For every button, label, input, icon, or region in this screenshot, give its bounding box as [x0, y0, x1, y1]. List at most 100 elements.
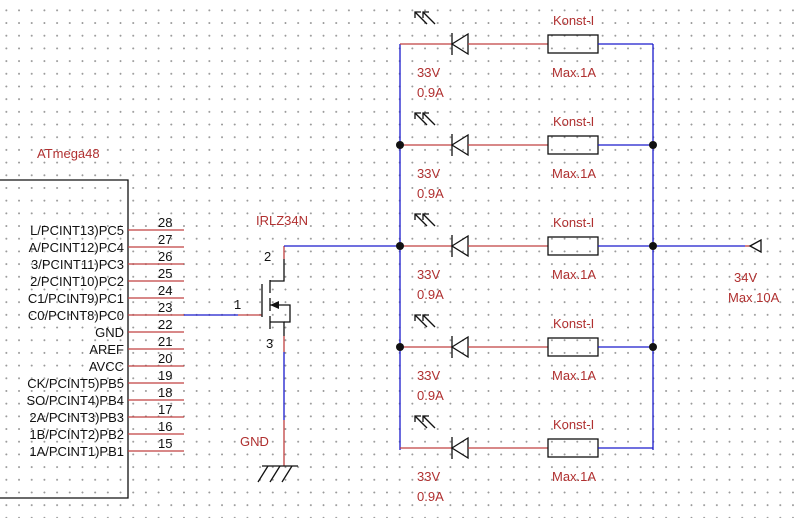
mcu-pin-label: C1/PCINT9)PC1 [28, 291, 124, 306]
mcu-pin-number: 27 [158, 232, 172, 247]
current-source-box [547, 236, 599, 256]
junction-dot [649, 343, 657, 351]
light-arrowhead-1 [414, 11, 421, 18]
led-voltage: 33V [417, 166, 440, 181]
light-arrows-icon [414, 11, 436, 25]
junction-dot [396, 343, 404, 351]
mcu-pin-label: 2A/PCINT3)PB3 [29, 410, 124, 425]
led-icon [450, 436, 469, 460]
light-arrowhead-1 [414, 213, 421, 220]
led-icon [450, 234, 469, 258]
light-arrows-icon [414, 415, 436, 429]
current-source-name: Konst-I [553, 215, 594, 230]
light-arrow-2 [422, 11, 436, 25]
mcu-pin-number: 28 [158, 215, 172, 230]
mcu-pin-label: AREF [89, 342, 124, 357]
mcu-pin-label: 1B/PCINT2)PB2 [29, 427, 124, 442]
junction-dots [396, 141, 657, 351]
light-arrow-1 [414, 314, 428, 328]
supply-terminal: 34V Max 10A [728, 238, 780, 305]
ground-hatch-3 [281, 465, 293, 483]
light-arrow-1 [414, 415, 428, 429]
led-voltage: 33V [417, 469, 440, 484]
mcu-name: ATmega48 [37, 146, 100, 161]
mcu-pin: C0/PCINT8)PC0 23 [28, 300, 184, 323]
mcu-pin-number: 18 [158, 385, 172, 400]
light-arrows-icon [414, 112, 436, 126]
light-arrowhead-1 [414, 415, 421, 422]
ground-symbol: GND [240, 420, 298, 483]
mcu-pin: A/PCINT12)PC4 27 [29, 232, 184, 255]
mcu-pin-label: AVCC [89, 359, 124, 374]
mcu-pin-label: GND [95, 325, 124, 340]
body-diode-link [270, 304, 291, 323]
led-voltage: 33V [417, 368, 440, 383]
light-arrowhead-2 [422, 11, 429, 18]
led-icon [450, 32, 469, 56]
gate-pin-number: 1 [234, 297, 241, 312]
supply-voltage: 34V [734, 270, 757, 285]
light-arrowhead-2 [422, 213, 429, 220]
light-arrows-icon [414, 213, 436, 227]
mcu-pin: 3/PCINT11)PC3 26 [31, 249, 184, 272]
light-arrowhead-2 [422, 415, 429, 422]
current-source-box [547, 34, 599, 54]
mcu-pin-label: 3/PCINT11)PC3 [31, 257, 124, 272]
led-icon [450, 335, 469, 359]
led-current: 0.9A [417, 388, 444, 403]
junction-dot [649, 141, 657, 149]
current-source-max: Max.1A [552, 267, 596, 282]
light-arrowhead-2 [422, 314, 429, 321]
current-source-max: Max.1A [552, 166, 596, 181]
led-current: 0.9A [417, 287, 444, 302]
drain-lead [270, 259, 285, 282]
mosfet: IRLZ34N 1 2 3 [234, 213, 308, 352]
supply-current: Max 10A [728, 290, 780, 305]
mcu-pin-label: 2/PCINT10)PC2 [30, 274, 124, 289]
mcu-pin-label: A/PCINT12)PC4 [29, 240, 124, 255]
led-current: 0.9A [417, 489, 444, 504]
light-arrow-2 [422, 213, 436, 227]
led-current: 0.9A [417, 186, 444, 201]
ground-hatch-1 [257, 465, 269, 483]
current-source-box [547, 438, 599, 458]
junction-dot [649, 242, 657, 250]
mcu-pin-number: 26 [158, 249, 172, 264]
ground-hatch-2 [269, 465, 281, 483]
mcu-pin: 2/PCINT10)PC2 25 [30, 266, 184, 289]
source-pin-number: 3 [266, 336, 273, 351]
mcu-body [0, 179, 129, 499]
mcu-pin-number: 20 [158, 351, 172, 366]
mcu-pin-number: 16 [158, 419, 172, 434]
mcu-pin: 1B/PCINT2)PB2 16 [29, 419, 184, 442]
current-source-max: Max.1A [552, 469, 596, 484]
mosfet-name: IRLZ34N [256, 213, 308, 228]
current-source-name: Konst-I [553, 13, 594, 28]
junction-dot [396, 242, 404, 250]
led-rows: 33V 0.9A Konst-I Max.1A 33V 0.9A Konst-I Max.1A… [400, 11, 653, 504]
mcu-pin-number: 21 [158, 334, 172, 349]
mcu-pin-label: CK/PCINT5)PB5 [27, 376, 124, 391]
mosfet-arrow [270, 301, 279, 309]
current-source-name: Konst-I [553, 316, 594, 331]
light-arrow-1 [414, 11, 428, 25]
led-current: 0.9A [417, 85, 444, 100]
junction-dot [396, 141, 404, 149]
mcu-pin-label: SO/PCINT4)PB4 [26, 393, 124, 408]
mcu-pin-number: 23 [158, 300, 172, 315]
mcu-pin-label: C0/PCINT8)PC0 [28, 308, 124, 323]
mcu-pin-number: 25 [158, 266, 172, 281]
led-icon [450, 133, 469, 157]
